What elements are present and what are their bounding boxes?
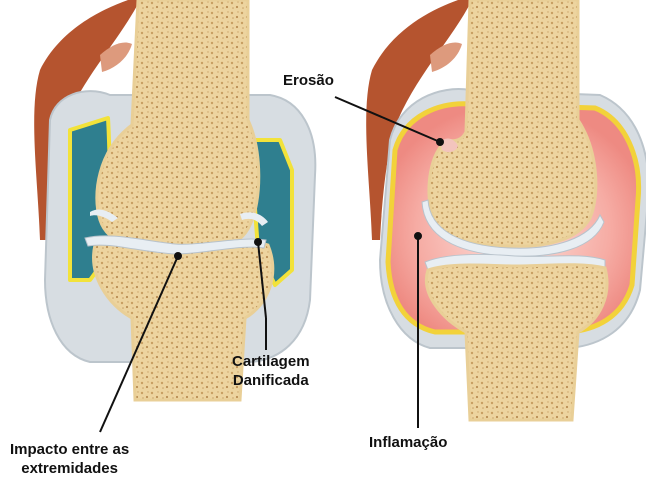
label-erosao: Erosão	[283, 71, 334, 90]
leader-inflamacao-dot	[415, 233, 421, 239]
label-erosao-text: Erosão	[283, 72, 334, 89]
leader-cartilagem-dot	[255, 239, 261, 245]
label-cartilagem-line2: Danificada	[232, 371, 310, 390]
label-impacto-line1: Impacto entre as	[10, 440, 129, 459]
label-cartilagem-line1: Cartilagem	[232, 352, 310, 371]
right-joint	[366, 0, 646, 420]
leader-erosao-dot	[437, 139, 443, 145]
left-joint	[34, 0, 315, 400]
leader-impacto-dot	[175, 253, 181, 259]
label-cartilagem-danificada: Cartilagem Danificada	[232, 352, 310, 390]
label-impacto-line2: extremidades	[10, 459, 129, 478]
label-impacto-extremidades: Impacto entre as extremidades	[10, 440, 129, 478]
label-inflamacao-text: Inflamação	[369, 434, 447, 451]
label-inflamacao: Inflamação	[369, 433, 447, 452]
